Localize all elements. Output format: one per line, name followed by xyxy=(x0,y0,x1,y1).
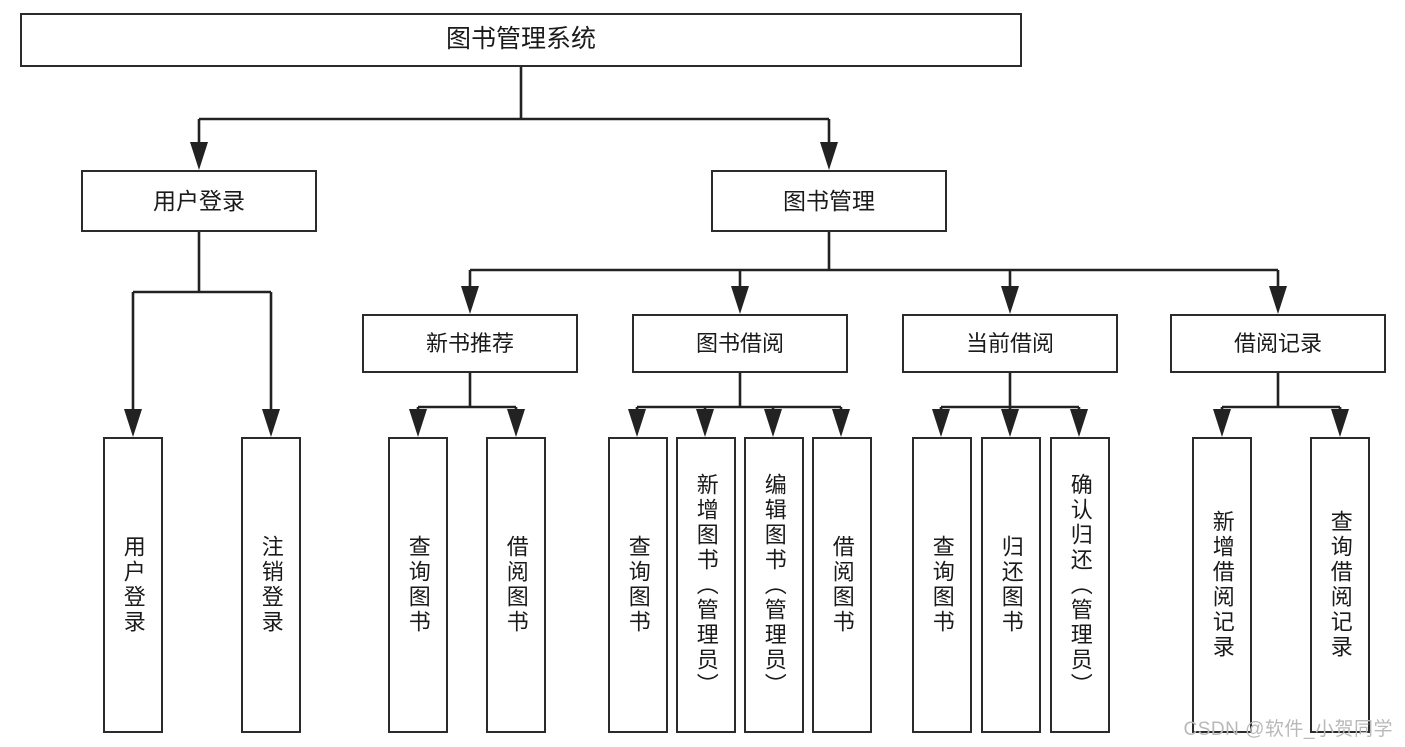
node-label: 注销登录 xyxy=(258,535,284,635)
connector-bookborrow-to-leaves xyxy=(628,373,850,437)
connector-borrowrecord-to-leaves xyxy=(1213,373,1349,437)
node-book-management[interactable]: 图书管理 xyxy=(711,170,947,232)
leaf-node-return-book[interactable]: 归还图书 xyxy=(981,437,1041,733)
leaf-node-confirm-return[interactable]: 确认归还（管理员） xyxy=(1050,437,1110,733)
node-label: 借阅图书 xyxy=(829,535,855,635)
node-user-login[interactable]: 用户登录 xyxy=(81,170,317,232)
leaf-node-query-book-recommend[interactable]: 查询图书 xyxy=(388,437,448,733)
leaf-node-query-book-borrow[interactable]: 查询图书 xyxy=(608,437,668,733)
leaf-node-logout-login[interactable]: 注销登录 xyxy=(241,437,301,733)
node-label: 图书管理系统 xyxy=(445,25,596,54)
node-label: 当前借阅 xyxy=(965,330,1054,356)
node-label: 归还图书 xyxy=(998,535,1024,635)
connector-bookmgmt-to-level2 xyxy=(461,232,1287,314)
node-label: 新书推荐 xyxy=(425,330,514,356)
node-label: 新增借阅记录 xyxy=(1209,510,1235,660)
leaf-node-add-borrow-record[interactable]: 新增借阅记录 xyxy=(1192,437,1252,733)
node-label: 查询图书 xyxy=(929,535,955,635)
watermark-text: CSDN @软件_小贺同学 xyxy=(1183,719,1393,740)
connector-userlogin-to-leaves xyxy=(124,232,280,437)
leaf-node-borrow-book[interactable]: 借阅图书 xyxy=(812,437,872,733)
node-borrow-record[interactable]: 借阅记录 xyxy=(1170,314,1386,373)
node-label: 图书借阅 xyxy=(695,330,784,356)
connector-root-to-level1 xyxy=(190,67,838,170)
node-book-borrow[interactable]: 图书借阅 xyxy=(632,314,848,373)
node-label: 查询图书 xyxy=(405,535,431,635)
connector-currentborrow-to-leaves xyxy=(932,373,1088,437)
leaf-node-query-book-current[interactable]: 查询图书 xyxy=(912,437,972,733)
node-label: 查询借阅记录 xyxy=(1327,510,1353,660)
leaf-node-borrow-book-recommend[interactable]: 借阅图书 xyxy=(486,437,546,733)
leaf-node-user-login[interactable]: 用户登录 xyxy=(103,437,163,733)
node-label: 用户登录 xyxy=(120,535,146,635)
node-label: 图书管理 xyxy=(783,187,875,214)
node-label: 借阅图书 xyxy=(503,535,529,635)
node-label: 编辑图书（管理员） xyxy=(761,472,787,698)
leaf-node-add-book[interactable]: 新增图书（管理员） xyxy=(676,437,736,733)
node-label: 用户登录 xyxy=(153,187,245,214)
node-label: 新增图书（管理员） xyxy=(693,472,719,698)
node-label: 确认归还（管理员） xyxy=(1067,472,1093,698)
node-label: 借阅记录 xyxy=(1233,330,1322,356)
node-root-book-management-system[interactable]: 图书管理系统 xyxy=(20,13,1022,67)
node-current-borrow[interactable]: 当前借阅 xyxy=(902,314,1118,373)
leaf-node-query-borrow-record[interactable]: 查询借阅记录 xyxy=(1310,437,1370,733)
node-new-book-recommend[interactable]: 新书推荐 xyxy=(362,314,578,373)
node-label: 查询图书 xyxy=(625,535,651,635)
leaf-node-edit-book[interactable]: 编辑图书（管理员） xyxy=(744,437,804,733)
connector-newbook-to-leaves xyxy=(409,373,525,437)
